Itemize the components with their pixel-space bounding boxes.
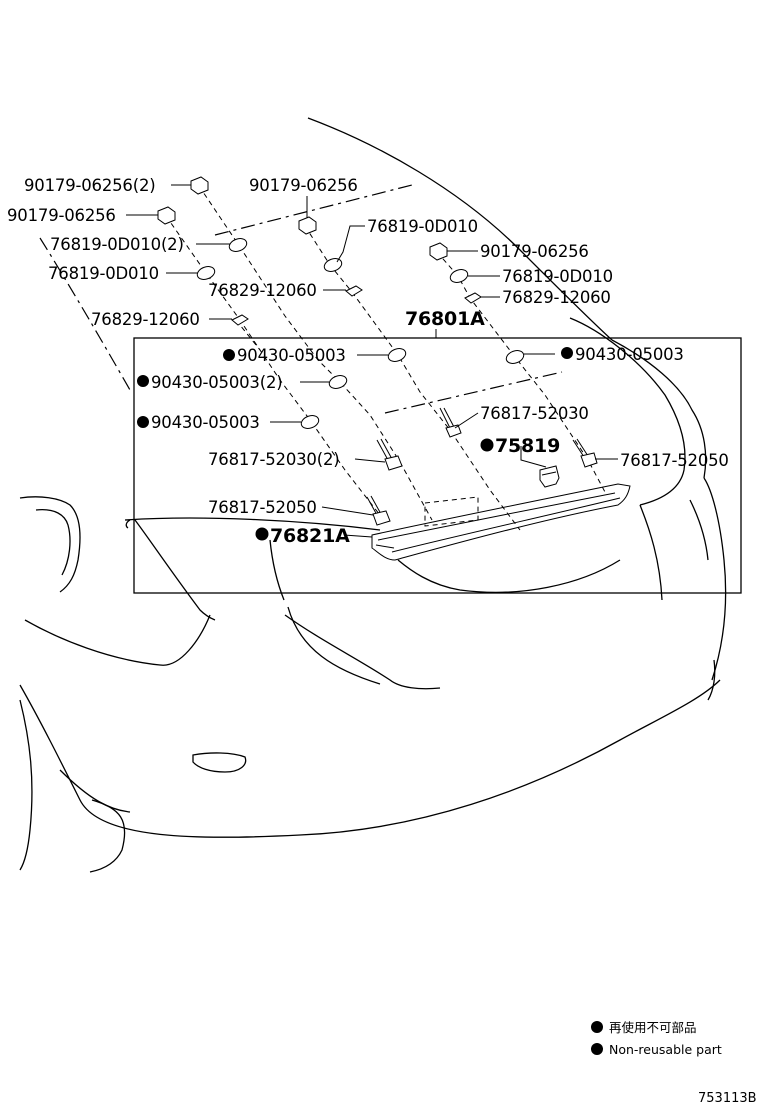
rear-garnish-strip xyxy=(371,483,631,561)
license-recess-outline xyxy=(424,496,479,527)
label-90179-06256-b: 90179-06256 xyxy=(249,176,358,195)
label-76801a: 76801A xyxy=(405,308,485,330)
label-76819-0d010-c: 76819-0D010 xyxy=(502,267,613,286)
body-centerline xyxy=(214,184,413,236)
label-90430-05003-a: 90430-05003 xyxy=(237,346,346,365)
label-76819-0d010-b: 76819-0D010 xyxy=(367,217,478,236)
non-reusable-dot xyxy=(137,375,149,387)
label-76829-12060-c: 76829-12060 xyxy=(502,288,611,307)
diagram-code: 753113B xyxy=(698,1091,757,1106)
non-reusable-dot xyxy=(137,416,149,428)
legend-english-text: Non-reusable part xyxy=(609,1042,722,1057)
label-76817-52030-2: 76817-52030(2) xyxy=(208,450,340,469)
clip-75819-shape xyxy=(539,465,560,488)
label-76817-52050-b: 76817-52050 xyxy=(208,498,317,517)
assembly-frame xyxy=(133,337,742,594)
label-76817-52050-a: 76817-52050 xyxy=(620,451,729,470)
legend-dot-japanese xyxy=(591,1021,603,1033)
label-76821a: 76821A xyxy=(270,525,350,547)
legend-dot-english xyxy=(591,1043,603,1055)
label-76817-52030-a: 76817-52030 xyxy=(480,404,589,423)
label-76829-12060-a: 76829-12060 xyxy=(208,281,317,300)
legend: 再使用不可部品 Non-reusable part xyxy=(591,1020,722,1057)
label-90430-05003-b: 90430-05003 xyxy=(575,345,684,364)
label-90179-06256-c: 90179-06256 xyxy=(480,242,589,261)
legend-japanese-text: 再使用不可部品 xyxy=(609,1020,697,1035)
label-76829-12060-b: 76829-12060 xyxy=(91,310,200,329)
label-90430-05003-2: 90430-05003(2) xyxy=(151,373,283,392)
label-90179-06256-a: 90179-06256 xyxy=(7,206,116,225)
non-reusable-dot xyxy=(223,349,235,361)
inner-centerline xyxy=(384,371,563,414)
label-90179-06256-2: 90179-06256(2) xyxy=(24,176,156,195)
label-90430-05003-c: 90430-05003 xyxy=(151,413,260,432)
non-reusable-dot xyxy=(255,527,269,541)
leader-lines xyxy=(126,184,618,538)
part-shapes xyxy=(157,176,598,526)
side-centerline xyxy=(39,237,131,391)
non-reusable-dot xyxy=(561,347,573,359)
non-reusable-dot xyxy=(480,438,494,452)
part-labels: 90179-06256(2) 90179-06256 90179-06256 7… xyxy=(7,176,729,547)
label-75819: 75819 xyxy=(495,435,560,457)
vehicle-body-outline xyxy=(19,117,727,873)
label-76819-0d010-a: 76819-0D010 xyxy=(48,264,159,283)
label-76819-0d010-2: 76819-0D010(2) xyxy=(50,235,184,254)
